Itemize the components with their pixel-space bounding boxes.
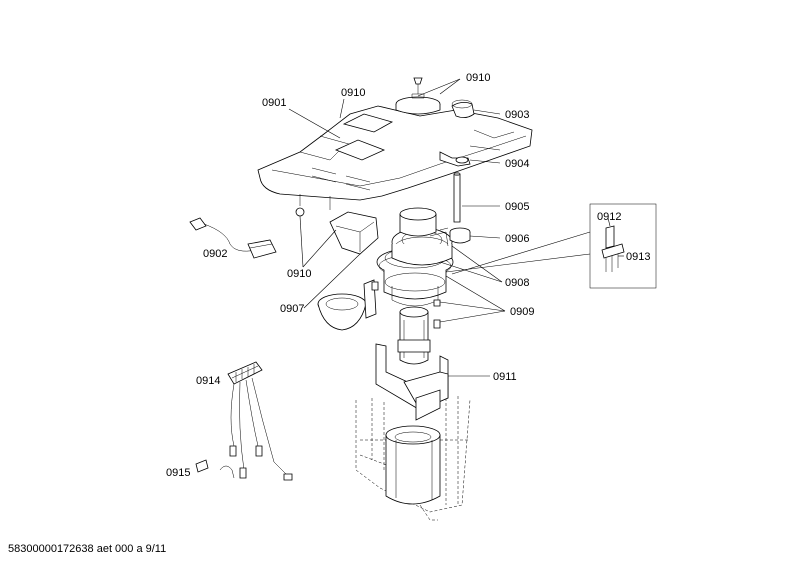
terminal-0915 bbox=[195, 459, 209, 473]
label-0910-left: 0910 bbox=[287, 268, 311, 280]
label-0901: 0901 bbox=[262, 97, 286, 109]
burr-carrier bbox=[391, 227, 453, 266]
label-0903: 0903 bbox=[505, 109, 529, 121]
top-cover-0901 bbox=[257, 105, 533, 210]
label-0904: 0904 bbox=[505, 158, 529, 170]
inset-box bbox=[589, 203, 657, 289]
wire-harness-0914 bbox=[219, 361, 293, 481]
adjustment-disc bbox=[395, 77, 441, 115]
pinion-0906 bbox=[449, 227, 471, 244]
callout-labels: 0901 0910 0910 0903 0904 0905 0906 0902 … bbox=[166, 72, 650, 479]
label-0908: 0908 bbox=[505, 277, 529, 289]
label-0915: 0915 bbox=[166, 467, 190, 479]
label-0914: 0914 bbox=[196, 375, 220, 387]
document-id: 58300000172638 aet 000 a 9/11 bbox=[8, 543, 166, 555]
label-0911: 0911 bbox=[493, 371, 517, 383]
washer bbox=[295, 207, 305, 217]
label-0910-top: 0910 bbox=[341, 87, 365, 99]
chute-0910 bbox=[329, 211, 379, 255]
knob-0903 bbox=[451, 99, 475, 118]
grounds-cup-0907 bbox=[317, 279, 377, 331]
label-0910-screw: 0910 bbox=[466, 72, 490, 84]
motor-cylinder bbox=[385, 425, 441, 505]
grinder-spindle bbox=[397, 306, 431, 365]
label-0906: 0906 bbox=[505, 233, 529, 245]
label-0913: 0913 bbox=[626, 251, 650, 263]
label-0902: 0902 bbox=[203, 248, 227, 260]
rod-0905 bbox=[453, 172, 461, 223]
label-0905: 0905 bbox=[505, 201, 529, 213]
leader-lines bbox=[288, 78, 624, 377]
lever-0904 bbox=[439, 151, 471, 167]
drive-cup bbox=[399, 207, 437, 237]
cable-plug-0902 bbox=[189, 217, 277, 259]
label-0909: 0909 bbox=[510, 306, 534, 318]
label-0912: 0912 bbox=[597, 211, 621, 223]
bracket-0911 bbox=[375, 343, 449, 421]
screws-0909 bbox=[371, 281, 441, 329]
label-0907: 0907 bbox=[280, 303, 304, 315]
